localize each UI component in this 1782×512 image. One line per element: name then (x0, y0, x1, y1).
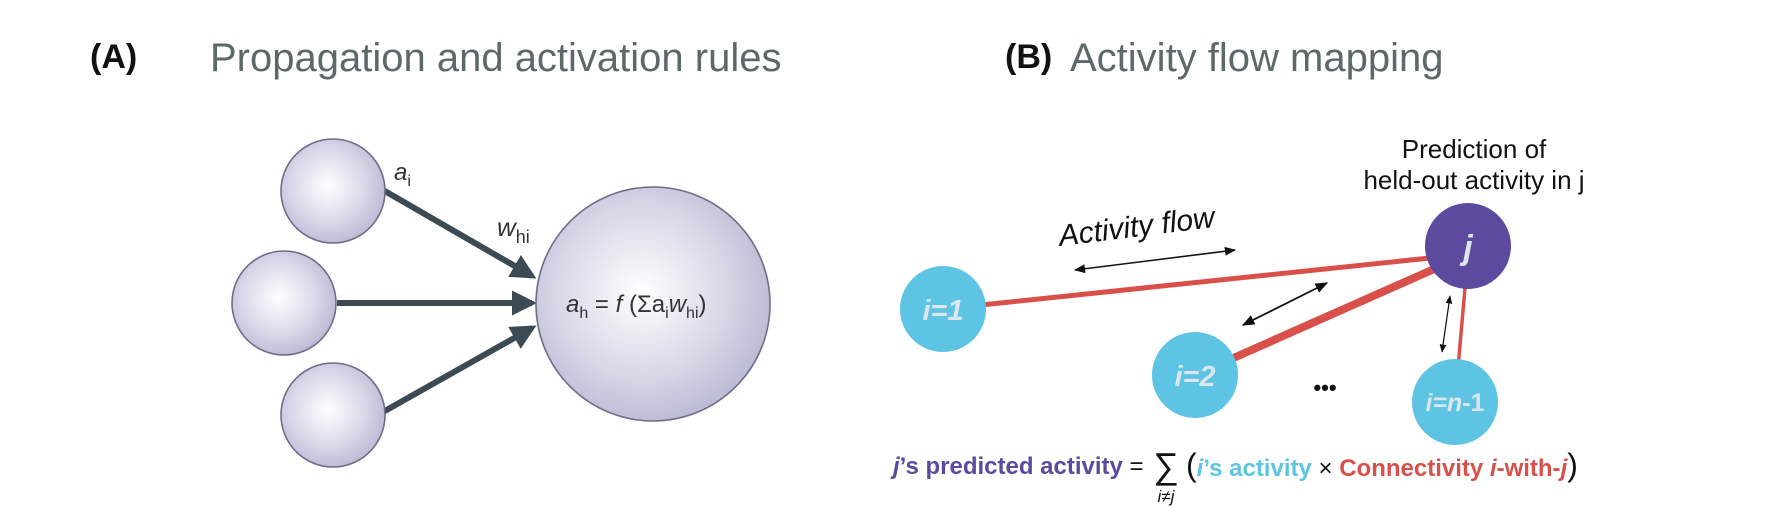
node-j-label: j (1459, 229, 1474, 267)
activity-flow-label: Activity flow (1055, 201, 1219, 253)
activation-formula: ah = f (Σaiwhi) (566, 291, 707, 322)
prediction-label-line1: Prediction of (1402, 134, 1547, 164)
node-i1 (900, 266, 986, 352)
arrow-input-bottom (381, 325, 537, 415)
panel-b-network: i=1 i=2 i=n-1 j Activity flow Prediction… (890, 134, 1585, 506)
ellipsis: ••• (1313, 375, 1336, 400)
flow-arrow-i2 (1241, 282, 1329, 326)
input-node-top (280, 138, 386, 244)
panel-a-network: ai whi ah = f (Σaiwhi) (231, 138, 771, 468)
sum-subscript: i≠j (1158, 487, 1176, 506)
node-j (1425, 203, 1511, 289)
panel-b-title: Activity flow mapping (1070, 36, 1444, 80)
node-in1-label: i=n-1 (1425, 389, 1484, 417)
edge-i1-j (942, 251, 1469, 312)
sum-symbol: ∑ (1153, 445, 1179, 486)
edge-i2-j (1193, 250, 1470, 379)
node-in1 (1412, 359, 1498, 445)
output-node (535, 186, 771, 422)
flow-arrow-in1 (1439, 295, 1453, 353)
input-node-bottom (280, 362, 386, 468)
prediction-label-line2: held-out activity in j (1363, 165, 1584, 195)
panel-b-letter: (B) (1005, 38, 1053, 76)
activity-flow-equation-rhs: (i’s activity × Connectivity i-with-j) (1186, 447, 1578, 483)
input-activation-label: ai (394, 159, 411, 190)
flow-arrow-i1 (1073, 246, 1237, 274)
node-i2 (1152, 332, 1238, 418)
arrow-input-top (381, 187, 537, 279)
input-node-middle (231, 250, 337, 356)
node-i2-label: i=2 (1174, 361, 1215, 393)
panel-a-title: Propagation and activation rules (210, 36, 782, 80)
activity-flow-equation: j’s predicted activity = (890, 453, 1144, 480)
panel-a-letter: (A) (90, 38, 138, 76)
weight-label: whi (497, 212, 530, 247)
node-i1-label: i=1 (922, 295, 963, 327)
